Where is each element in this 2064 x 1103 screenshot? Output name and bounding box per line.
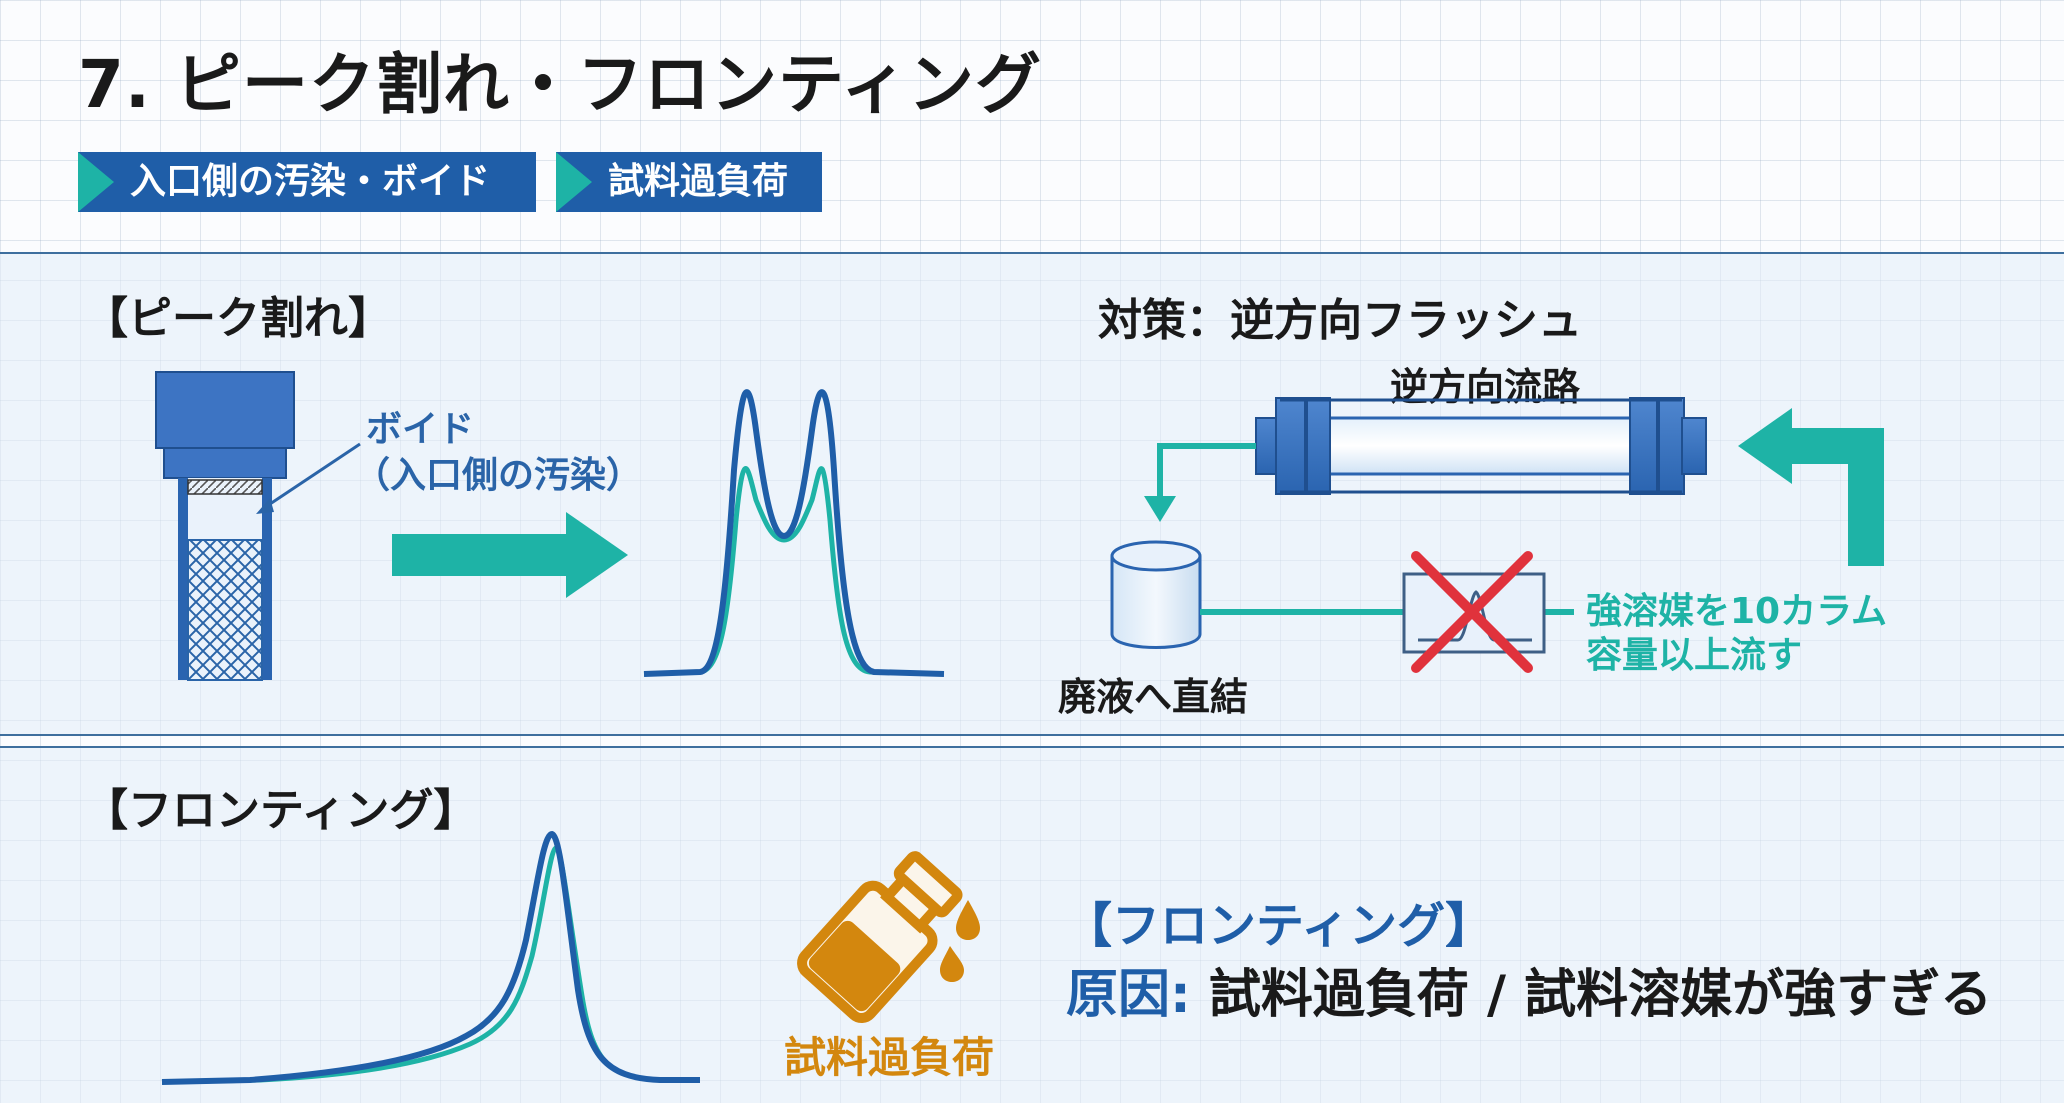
reversed-column-icon (1255, 397, 1707, 495)
waste-container-icon (1110, 540, 1202, 649)
split-heading: 【ピーク割れ】 (84, 293, 392, 344)
cross-icon (1411, 551, 1533, 673)
flow-label: 逆方向流路 (1390, 365, 1581, 409)
split-section (0, 252, 2064, 736)
chevron-right-icon (78, 152, 114, 212)
cause-key: 原因: (1066, 965, 1191, 1025)
arrow-right-icon (392, 512, 628, 598)
cause-heading: 【フロンティング】 (1064, 898, 1494, 954)
tag-inlet-contamination: 入口側の汚染・ボイド (78, 152, 536, 212)
fronting-heading: 【フロンティング】 (84, 785, 478, 836)
split-peak-chart (643, 389, 945, 677)
tag-label: 入口側の汚染・ボイド (130, 161, 491, 202)
void-sublabel: （入口側の汚染） (354, 455, 643, 496)
waste-label: 廃液へ直結 (1058, 675, 1249, 719)
flush-heading: 対策：逆方向フラッシュ (1098, 295, 1582, 346)
page-title: 7. ピーク割れ・フロンティング (78, 46, 1043, 123)
tag-label: 試料過負荷 (608, 161, 789, 202)
drop-icon (940, 900, 980, 982)
fronting-peak-chart (161, 830, 700, 1085)
void-label: ボイド (366, 409, 475, 450)
column-icon (155, 371, 295, 681)
fronting-section (0, 746, 2064, 1103)
arrow-flow-in-icon (1738, 408, 1884, 566)
solvent-note-line1: 強溶媒を10カラム (1586, 591, 1888, 632)
cause-value: 試料過負荷 / 試料溶媒が強すぎる (1190, 965, 1993, 1025)
solvent-note-line2: 容量以上流す (1586, 635, 1803, 676)
cause-line: 原因: 試料過負荷 / 試料溶媒が強すぎる (1066, 952, 1992, 1027)
overload-label: 試料過負荷 (784, 1033, 995, 1082)
vial-icon (797, 851, 963, 1024)
tag-sample-overload: 試料過負荷 (556, 152, 822, 212)
chevron-right-icon (556, 152, 592, 212)
arrow-to-waste-icon (1144, 443, 1256, 522)
